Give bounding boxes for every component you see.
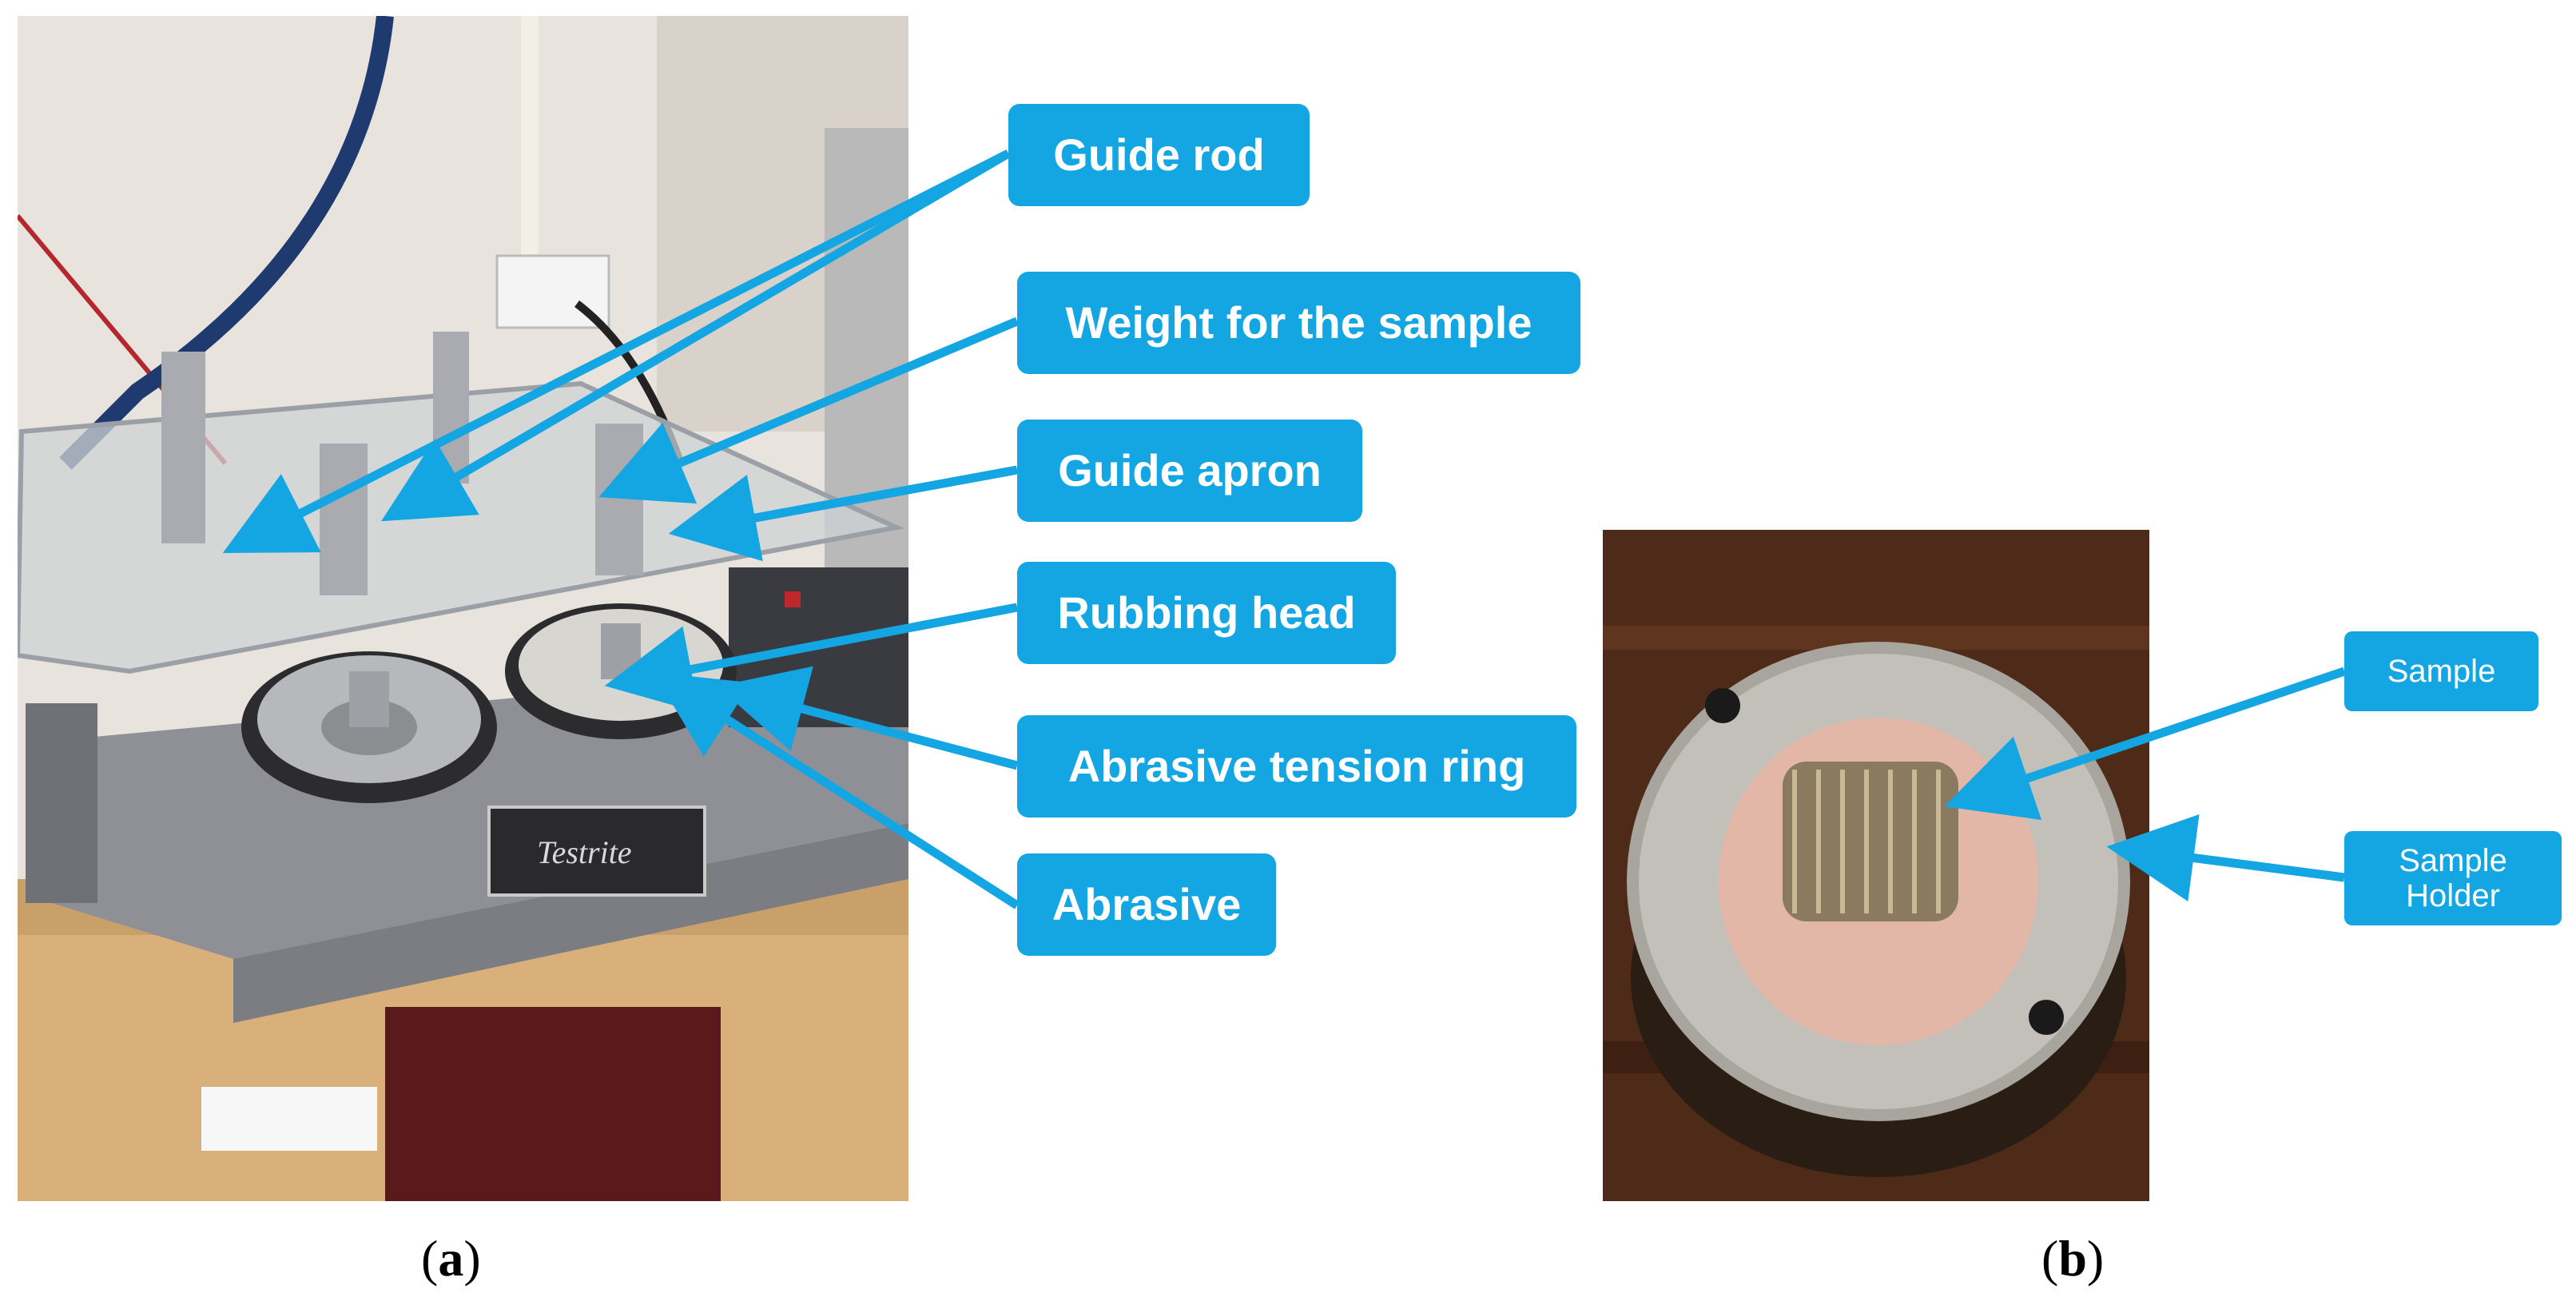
- arrow-sample-holder: [2106, 814, 2345, 902]
- callout-sample-holder: Sample Holder: [2344, 831, 2562, 925]
- sample-holder-line1: Sample: [2399, 843, 2507, 878]
- caption-b-letter: b: [2058, 1230, 2087, 1287]
- nameplate-logo: Testrite: [537, 834, 632, 870]
- callout-abrasive: Abrasive: [1017, 853, 1276, 956]
- callout-guide-apron: Guide apron: [1017, 420, 1362, 522]
- sample-holder-line2: Holder: [2406, 878, 2500, 913]
- sample-holder-photo: [1603, 530, 2149, 1201]
- callout-weight-for-sample: Weight for the sample: [1017, 272, 1580, 374]
- callout-abrasive-tension-ring: Abrasive tension ring: [1017, 715, 1576, 818]
- abrasion-tester-photo: Testrite: [18, 16, 908, 1201]
- caption-b: (b): [2041, 1230, 2105, 1287]
- caption-a: (a): [421, 1230, 481, 1287]
- caption-a-letter: a: [438, 1230, 464, 1287]
- callout-sample: Sample: [2344, 631, 2538, 711]
- callout-rubbing-head: Rubbing head: [1017, 562, 1396, 664]
- callout-guide-rod: Guide rod: [1008, 104, 1310, 206]
